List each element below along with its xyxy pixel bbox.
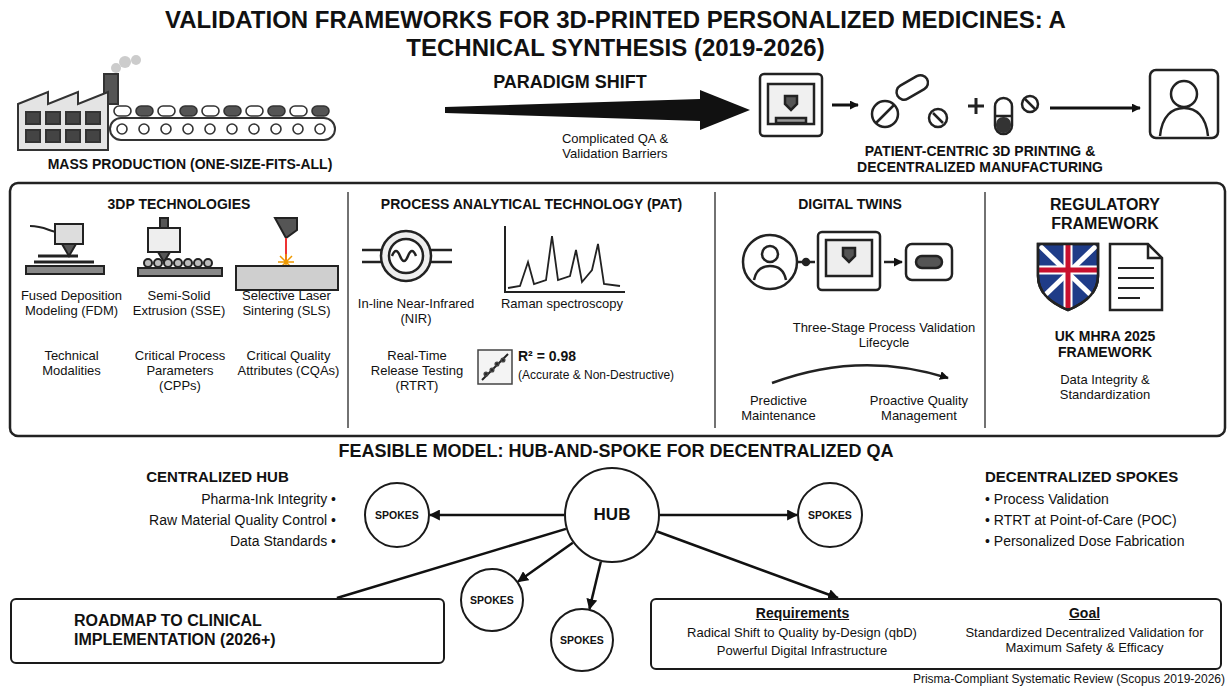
title: VALIDATION FRAMEWORKS FOR 3D-PRINTED PER… [98, 6, 1133, 62]
label-text: Data Standards • [40, 533, 336, 549]
connector-arrow [660, 514, 797, 517]
label-text: • Personalized Dose Fabrication [985, 533, 1225, 549]
node-heading: REGULATORY FRAMEWORK [1025, 196, 1185, 233]
node-text: Goal [952, 605, 1217, 621]
node-text: Standardized Decentralized Validation fo… [952, 625, 1217, 655]
label-text: MASS PRODUCTION (ONE-SIZE-FITS-ALL) [20, 156, 360, 172]
node-text: Predictive Maintenance [721, 393, 836, 423]
flow-arrow [1050, 107, 1140, 110]
node-text: Critical Process Parameters (CPPs) [126, 348, 234, 394]
node-text: Real-Time Release Testing (RTRT) [362, 348, 472, 394]
node-text: Powerful Digital Infrastructure [656, 643, 948, 658]
digital-twin-icon [743, 232, 952, 383]
node-text: In-line Near-Infrared (NIR) [356, 296, 476, 326]
node-text: Selective Laser Sintering (SLS) [234, 288, 339, 318]
info-box: RequirementsRadical Shift to Quality by-… [650, 598, 1222, 670]
node-heading: SPOKES [470, 594, 514, 606]
node-text: Fused Deposition Modeling (FDM) [19, 288, 124, 318]
flow-arrow [832, 104, 858, 107]
node-heading: Requirements [660, 605, 945, 621]
connector-arrow [518, 543, 573, 582]
node-text: Semi-Solid Extrusion (SSE) [129, 288, 229, 318]
info-box: ROADMAP TO CLINICAL IMPLEMENTATION (2026… [10, 598, 445, 664]
label-text: • RTRT at Point-of-Care (POC) [985, 512, 1225, 528]
node-heading: SPOKES [560, 634, 604, 646]
node-text: UK MHRA 2025 FRAMEWORK [1025, 328, 1185, 361]
node-text: Proactive Quality Management [859, 393, 979, 423]
node-text: Technical Modalities [19, 348, 124, 378]
label-text: PATIENT-CENTRIC 3D PRINTING & DECENTRALI… [845, 143, 1115, 176]
label-text: DECENTRALIZED SPOKES [985, 468, 1225, 486]
spoke-circle: SPOKES [797, 482, 863, 548]
node-text: Data Integrity & Standardization [1025, 372, 1185, 402]
spoke-circle: SPOKES [364, 482, 430, 548]
rtrt-chart-icon [478, 350, 512, 384]
label-text: Complicated QA & Validation Barriers [540, 131, 690, 161]
spoke-circle: SPOKES [550, 608, 614, 672]
label-text: FEASIBLE MODEL: HUB-AND-SPOKE FOR DECENT… [200, 441, 1032, 462]
label-text: Pharma-Ink Integrity • [40, 491, 336, 507]
label-text: • Process Validation [985, 491, 1225, 507]
label-text: Raw Material Quality Control • [40, 512, 336, 528]
sse-icon [138, 218, 222, 276]
connector-arrow [430, 514, 564, 517]
panel-divider [348, 192, 985, 428]
raman-spectrum [505, 226, 625, 292]
paradigm-arrow [445, 90, 750, 130]
conveyor-belt [114, 106, 329, 134]
node-heading: DIGITAL TWINS [719, 196, 981, 212]
nir-probe-icon [362, 231, 452, 281]
node-text: Critical Quality Attributes (CQAs) [236, 348, 341, 378]
printer-icon [760, 74, 822, 136]
panel-section: REGULATORY FRAMEWORK UK MHRA 2025 FRAMEWO… [989, 188, 1221, 433]
node-heading: HUB [594, 505, 631, 525]
caption: Prisma-Compliant Systematic Review (Scop… [870, 672, 1225, 686]
label-text: CENTRALIZED HUB [100, 468, 335, 486]
connector-arrow [337, 529, 566, 598]
fdm-icon [26, 224, 104, 274]
node-text: Radical Shift to Quality by-Design (qbD) [656, 625, 948, 640]
node-heading: PROCESS ANALYTICAL TECHNOLOGY (PAT) [352, 196, 711, 212]
node-heading: 3DP TECHNOLOGIES [14, 196, 344, 212]
node-text: Three-Stage Process Validation Lifecycle [789, 320, 979, 350]
node-heading: SPOKES [375, 509, 419, 521]
node-text: Raman spectroscopy [497, 296, 627, 311]
hub-circle: HUB [564, 467, 660, 563]
node-heading: ROADMAP TO CLINICAL IMPLEMENTATION (2026… [74, 612, 364, 649]
panel-section: DIGITAL TWINS Three-Stage Process Validat… [719, 188, 981, 433]
person-icon [1150, 70, 1218, 138]
panel-section: PROCESS ANALYTICAL TECHNOLOGY (PAT) In-li… [352, 188, 711, 433]
node-heading: SPOKES [808, 509, 852, 521]
panel-section: 3DP TECHNOLOGIES Fused Deposition Modelin… [14, 188, 344, 433]
node-text: R² = 0.98 [518, 348, 668, 364]
pill-icons [872, 72, 1038, 134]
node-text: (Accurate & Non-Destructive) [518, 368, 698, 382]
spoke-circle: SPOKES [460, 568, 524, 632]
connector-arrow [590, 562, 601, 609]
factory-icon [18, 55, 335, 150]
label-text: PARADIGM SHIFT [440, 72, 700, 93]
sls-icon [236, 218, 338, 290]
technology-panel [10, 183, 1225, 436]
regulatory-icons [1038, 244, 1162, 310]
